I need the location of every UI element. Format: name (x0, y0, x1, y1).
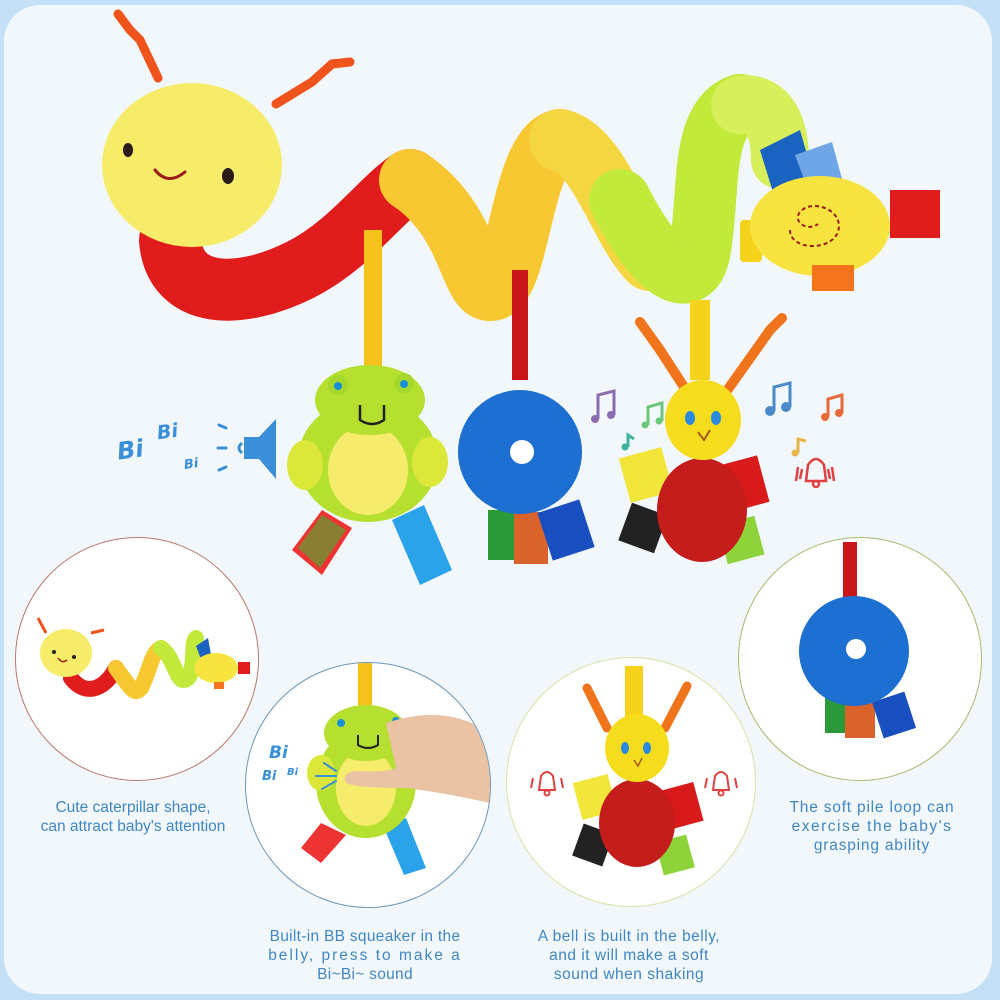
speaker-icon (216, 419, 276, 479)
feature-caption-bell: A bell is built in the belly, and it wil… (504, 927, 754, 984)
feature-caption-squeaker: Built-in BB squeaker in the belly, press… (230, 927, 500, 984)
caption-line: can attract baby's attention (40, 818, 226, 835)
caption-line: and it will make a soft (549, 947, 709, 964)
caption-line: The soft pile loop can (789, 799, 955, 816)
frog-toy (287, 365, 452, 585)
caption-line: sound when shaking (553, 966, 705, 983)
music-notes (591, 381, 844, 489)
sound-word: Bi (287, 767, 299, 778)
bell-icon (530, 771, 564, 797)
feature-circle-squeaker (245, 662, 491, 908)
caption-line: A bell is built in the belly, (537, 928, 721, 945)
sound-word: Bi (269, 743, 288, 763)
sound-word: Bi (183, 456, 200, 473)
plush-ring-toy (458, 390, 595, 564)
feature-caption-caterpillar: Cute caterpillar shape, can attract baby… (4, 798, 262, 836)
caption-line: Built-in BB squeaker in the (269, 928, 461, 945)
feature-circle-pile-loop (738, 537, 982, 781)
plush-ring-image (799, 542, 917, 739)
feature-circle-caterpillar (15, 537, 259, 781)
music-note-icon (591, 381, 844, 457)
caption-line: Cute caterpillar shape, (55, 799, 211, 816)
caption-line: belly, press to make a (268, 947, 462, 964)
sound-word: Bi (262, 769, 277, 784)
feature-circle-bell (506, 657, 756, 907)
caterpillar-thumbnail (36, 617, 250, 699)
sound-word: Bi (115, 434, 146, 466)
caption-line: exercise the baby's (791, 818, 953, 835)
bee-toy (618, 313, 787, 565)
frog-squeeze-image (301, 663, 490, 875)
caterpillar-hero-image (102, 9, 940, 585)
caption-line: grasping ability (813, 837, 931, 854)
bee-bell-image (530, 666, 738, 876)
sound-word: Bi (155, 419, 180, 445)
product-panel: Bi Bi Bi (4, 5, 992, 994)
caption-line: Bi~Bi~ sound (317, 966, 413, 983)
feature-caption-pile-loop: The soft pile loop can exercise the baby… (752, 798, 992, 855)
bell-icon (704, 771, 738, 797)
bell-icon (794, 457, 836, 489)
